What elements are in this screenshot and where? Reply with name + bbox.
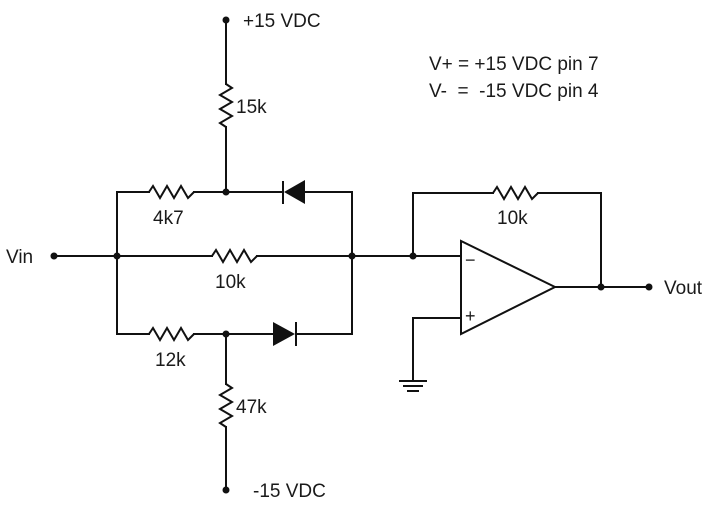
feedback-network: 10k	[412, 185, 602, 288]
junction-dot	[222, 188, 230, 196]
resistor-15k	[218, 83, 234, 128]
output-terminal[interactable]	[645, 283, 653, 291]
resistor-47k	[218, 383, 234, 428]
resistor-12k	[148, 326, 195, 342]
junction-dot	[597, 283, 605, 291]
resistor-10k-feedback	[492, 185, 539, 201]
negative-supply-terminal	[222, 486, 230, 494]
input-label: Vin	[6, 247, 33, 268]
resistor-10k-input	[211, 248, 258, 264]
bottom-branch: 12k	[116, 255, 353, 371]
note-line-2: V- = -15 VDC pin 4	[429, 81, 599, 102]
diode-bottom	[273, 322, 295, 346]
ground-icon	[399, 380, 427, 392]
top-branch: 4k7	[116, 180, 353, 257]
middle-branch: Vin 10k	[6, 247, 461, 293]
diode-top	[284, 180, 305, 204]
op-amp: − + Vout	[460, 239, 703, 336]
negative-supply: 47k -15 VDC	[218, 333, 326, 502]
noninverting-input-sign: +	[465, 306, 476, 326]
positive-supply-label: +15 VDC	[243, 11, 321, 32]
resistor-47k-label: 47k	[236, 397, 267, 418]
resistor-4k7-label: 4k7	[153, 208, 184, 229]
negative-supply-label: -15 VDC	[253, 481, 326, 502]
resistor-12k-label: 12k	[155, 350, 186, 371]
resistor-4k7	[148, 184, 195, 200]
ground-connection	[399, 317, 462, 392]
inverting-input-sign: −	[465, 250, 476, 270]
supply-notes: V+ = +15 VDC pin 7 V- = -15 VDC pin 4	[429, 54, 599, 102]
resistor-15k-label: 15k	[236, 97, 267, 118]
resistor-10k-input-label: 10k	[215, 272, 246, 293]
resistor-10k-feedback-label: 10k	[497, 208, 528, 229]
positive-supply: +15 VDC 15k	[218, 11, 321, 193]
op-amp-body	[460, 239, 558, 336]
note-line-1: V+ = +15 VDC pin 7	[429, 54, 599, 75]
output-label: Vout	[664, 278, 703, 299]
